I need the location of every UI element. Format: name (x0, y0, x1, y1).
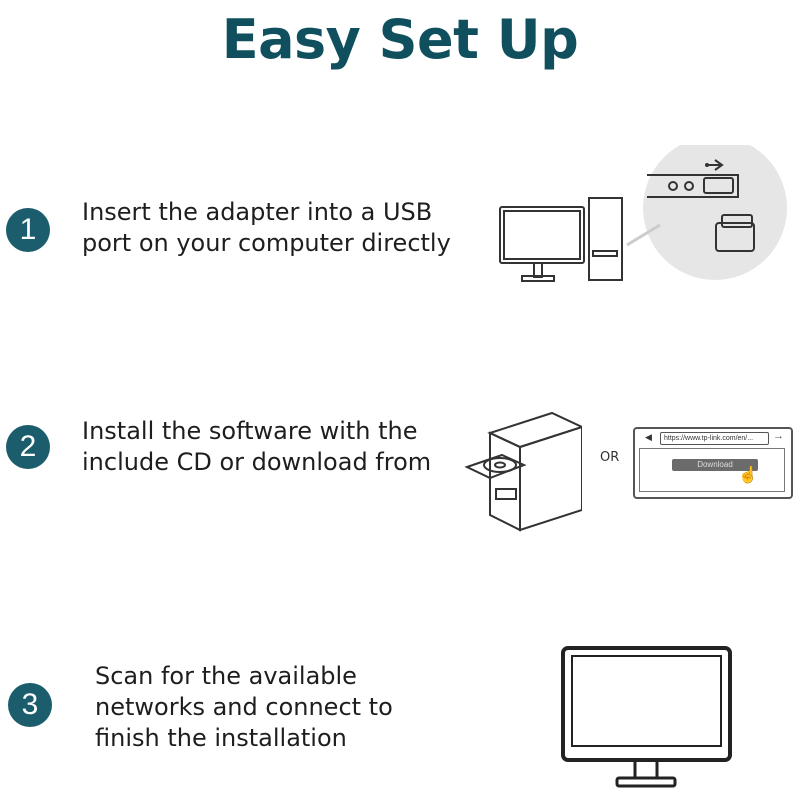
step-1-line-1: Insert the adapter into a USB (82, 198, 433, 226)
or-label: OR (600, 450, 620, 465)
step-1-text: Insert the adapter into a USB port on yo… (82, 197, 451, 259)
pointer-hand-icon: ☝ (738, 467, 758, 484)
step-2-badge: 2 (6, 425, 50, 469)
step-2-line-1: Install the software with the (82, 417, 418, 445)
step-3-line-1: Scan for the available (95, 662, 357, 690)
browser-illustration: ◀ https://www.tp-link.com/en/... → Downl… (633, 427, 793, 499)
monitor-illustration (561, 646, 732, 788)
step-3-line-2: networks and connect to (95, 693, 393, 721)
step-2-text: Install the software with the include CD… (82, 416, 431, 478)
download-button: Download (672, 459, 758, 471)
page-title: Easy Set Up (221, 8, 579, 71)
cd-computer-illustration (464, 411, 582, 532)
step-2-line-2: include CD or download from (82, 448, 432, 476)
url-bar: https://www.tp-link.com/en/... (660, 432, 769, 445)
forward-arrow-icon: → (773, 430, 784, 442)
step-1-badge: 1 (6, 208, 50, 252)
step-3-badge: 3 (8, 683, 52, 727)
step-3-line-3: finish the installation (95, 724, 347, 752)
step-1-line-2: port on your computer directly (82, 229, 451, 257)
step-3-text: Scan for the available networks and conn… (95, 661, 393, 754)
usb-adapter-illustration (499, 145, 787, 282)
back-arrow-icon: ◀ (645, 432, 652, 442)
